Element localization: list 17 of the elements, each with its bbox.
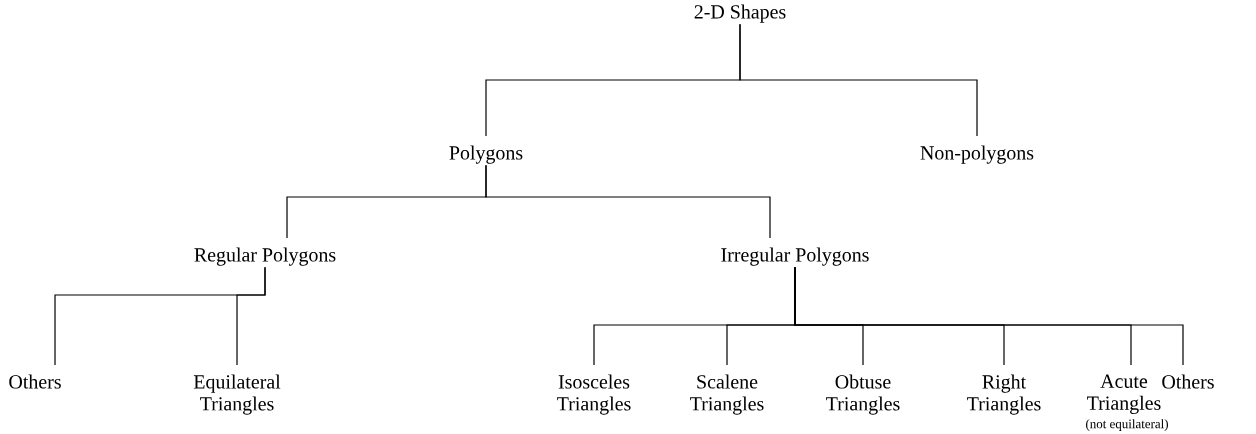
- category-label: Scalene Triangles: [690, 374, 764, 415]
- category-label: Polygons: [449, 145, 523, 164]
- category-label: Regular Polygons: [194, 247, 336, 266]
- category-label: Equilateral Triangles: [193, 374, 281, 415]
- category-label: Others: [1162, 374, 1214, 389]
- category-label: Acute Triangles: [1087, 374, 1161, 414]
- tree-connector: [485, 164, 771, 239]
- tree-connector: [739, 23, 978, 137]
- tree-connector: [236, 266, 266, 366]
- category-label: Irregular Polygons: [721, 247, 869, 266]
- category-label: Obtuse Triangles: [826, 374, 900, 415]
- category-label: Others: [9, 374, 61, 389]
- category-label: 2-D Shapes: [694, 4, 786, 23]
- category-label: Non-polygons: [920, 145, 1034, 164]
- category-label: Right Triangles: [967, 374, 1041, 415]
- note-text: (not equilateral): [1086, 419, 1168, 431]
- category-label: Isosceles Triangles: [557, 374, 631, 415]
